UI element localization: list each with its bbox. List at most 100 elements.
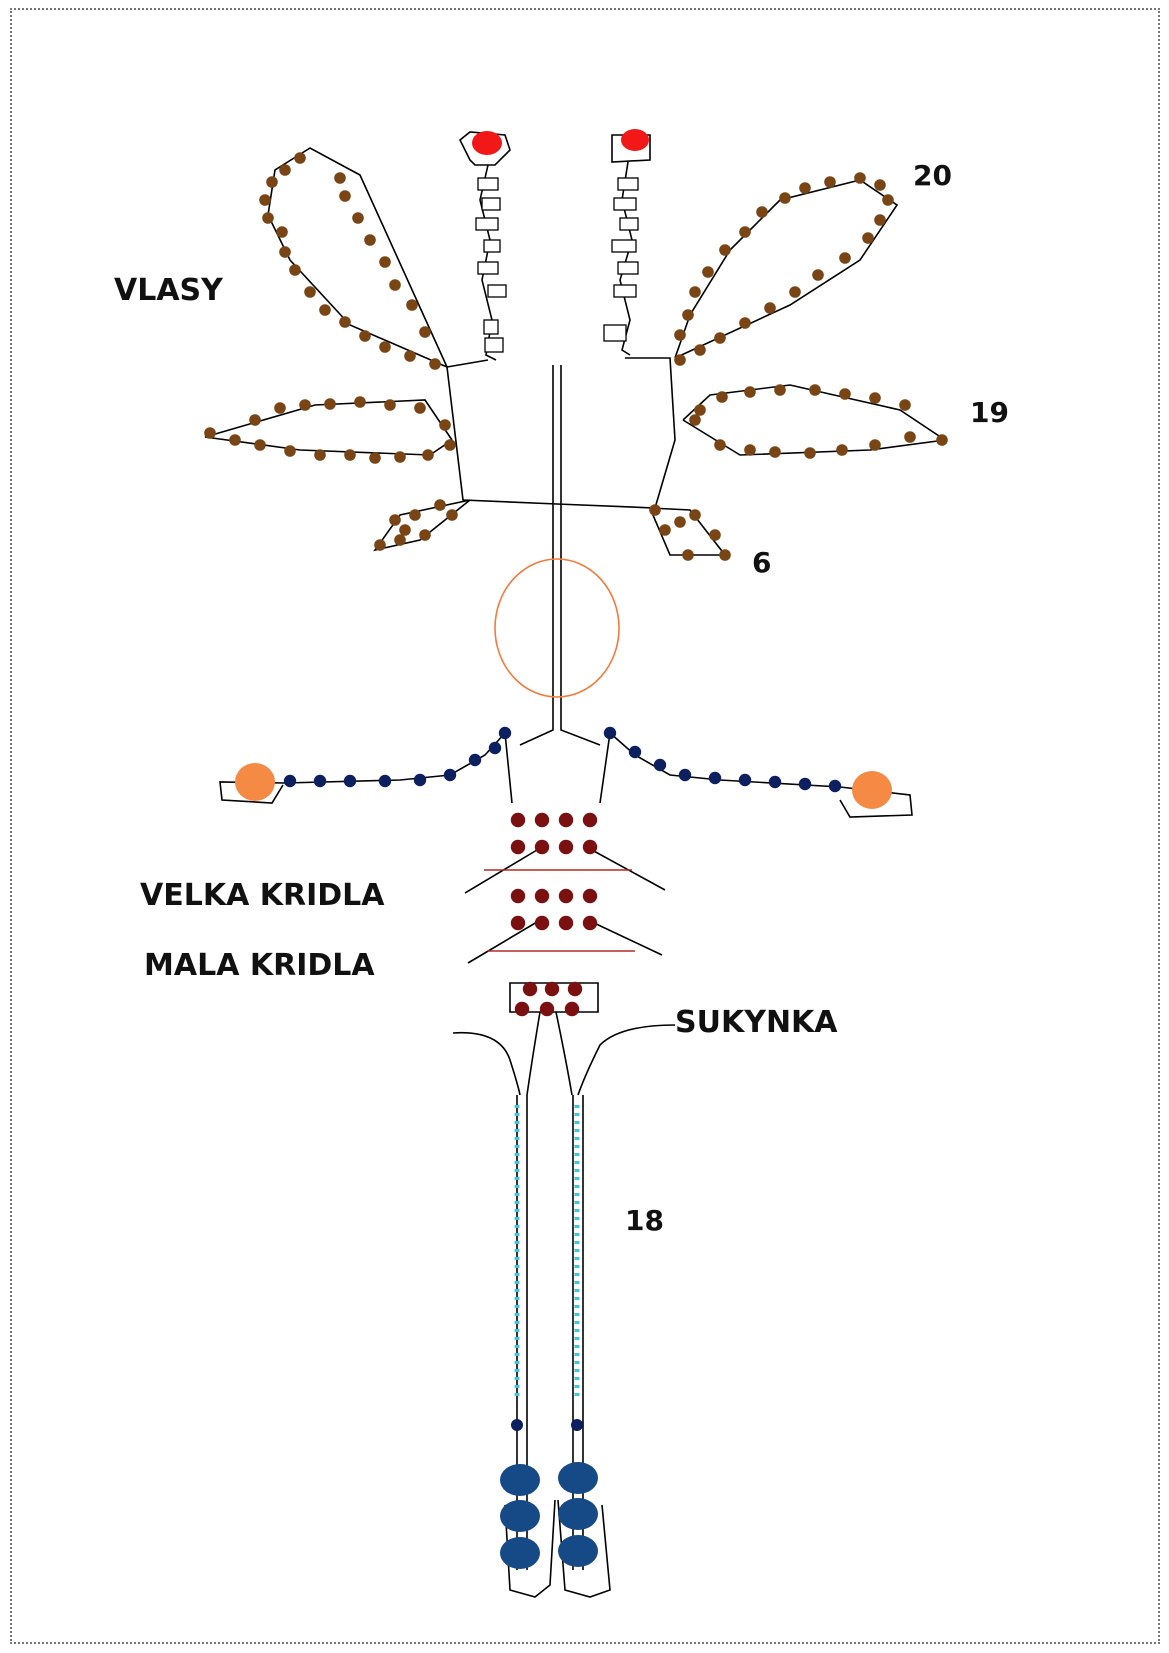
foot-bead <box>558 1462 598 1494</box>
arm-bead <box>769 776 781 788</box>
hair-bead <box>266 176 278 188</box>
hair-bead <box>352 212 364 224</box>
hair-loop-lower-left-wire <box>375 500 470 550</box>
hair-bead <box>284 445 296 457</box>
hair-bead <box>422 449 434 461</box>
hair-bead <box>764 302 776 314</box>
hair-bead <box>812 269 824 281</box>
body-bead <box>535 889 549 903</box>
hair-bead <box>936 434 948 446</box>
arm-bead <box>654 759 666 771</box>
hair-bead <box>779 192 791 204</box>
hair-bead <box>374 539 386 551</box>
body-bead <box>511 813 525 827</box>
big-wing-line-left <box>465 850 537 893</box>
label-count-20: 20 <box>913 159 952 192</box>
arm-bead <box>499 727 511 739</box>
hair-bead <box>824 176 836 188</box>
body-bead <box>511 840 525 854</box>
body-bead <box>559 813 573 827</box>
hair-bead <box>414 402 426 414</box>
hair-bead <box>689 509 701 521</box>
hair-bead <box>389 514 401 526</box>
label-count-19: 19 <box>970 396 1009 429</box>
body-bead <box>559 889 573 903</box>
hair-bead <box>204 427 216 439</box>
hair-bead <box>262 212 274 224</box>
arm-bead <box>379 775 391 787</box>
label-sukynka: SUKYNKA <box>675 1005 838 1040</box>
arm-bead <box>739 774 751 786</box>
hair-bead <box>254 439 266 451</box>
hair-bead <box>324 398 336 410</box>
hair-bead <box>409 509 421 521</box>
hair-bead <box>874 214 886 226</box>
leg-inner-right-wire <box>556 1012 572 1095</box>
hair-bead <box>359 330 371 342</box>
body-bead <box>535 916 549 930</box>
hair-bead <box>419 529 431 541</box>
hair-bead <box>649 504 661 516</box>
hair-bead <box>862 232 874 244</box>
foot-bead <box>500 1537 540 1569</box>
hair-bead <box>799 182 811 194</box>
torso-line-right <box>600 733 610 803</box>
hair-bead <box>869 392 881 404</box>
body-bead <box>583 889 597 903</box>
hair-bead <box>836 444 848 456</box>
hair-bead <box>434 499 446 511</box>
hair-bead <box>804 447 816 459</box>
hair-bead <box>276 226 288 238</box>
body-bead <box>568 982 582 996</box>
body-bead <box>535 840 549 854</box>
hair-bead <box>394 451 406 463</box>
arm-bead <box>469 754 481 766</box>
hair-bead <box>744 386 756 398</box>
hand-bead <box>235 763 275 801</box>
body-bead <box>511 916 525 930</box>
hair-bead <box>379 256 391 268</box>
hair-bead <box>714 332 726 344</box>
foot-bead <box>500 1464 540 1496</box>
body-bead <box>559 916 573 930</box>
hair-bead <box>869 439 881 451</box>
foot-bead <box>500 1500 540 1532</box>
arm-bead <box>629 746 641 758</box>
label-count-6: 6 <box>752 546 771 579</box>
hair-bead <box>439 419 451 431</box>
leg-dark-bead <box>571 1419 583 1431</box>
head-bead <box>472 131 502 155</box>
body-bead <box>523 982 537 996</box>
hair-bead <box>446 509 458 521</box>
arm-bead <box>604 727 616 739</box>
hair-bead <box>274 402 286 414</box>
hair-bead <box>419 326 431 338</box>
hair-bead <box>709 529 721 541</box>
hair-bead <box>394 534 406 546</box>
hair-bead <box>304 286 316 298</box>
hair-bead <box>689 414 701 426</box>
hair-bead <box>249 414 261 426</box>
hair-bead <box>774 384 786 396</box>
hair-bead <box>429 358 441 370</box>
hair-bead <box>719 549 731 561</box>
hand-bead <box>852 771 892 809</box>
hair-bead <box>756 206 768 218</box>
hair-bead <box>294 152 306 164</box>
hair-bead <box>289 264 301 276</box>
hair-bead <box>689 286 701 298</box>
hair-bead <box>874 179 886 191</box>
hair-bead <box>659 524 671 536</box>
hair-bead <box>674 516 686 528</box>
hair-bead <box>344 449 356 461</box>
hair-bead <box>739 226 751 238</box>
arm-bead <box>414 774 426 786</box>
hair-bead <box>674 354 686 366</box>
head-ring <box>495 559 619 697</box>
hair-bead <box>719 244 731 256</box>
hair-bead <box>854 172 866 184</box>
hair-bead <box>744 444 756 456</box>
hair-bead <box>379 341 391 353</box>
arm-bead <box>679 769 691 781</box>
body-bead <box>583 813 597 827</box>
